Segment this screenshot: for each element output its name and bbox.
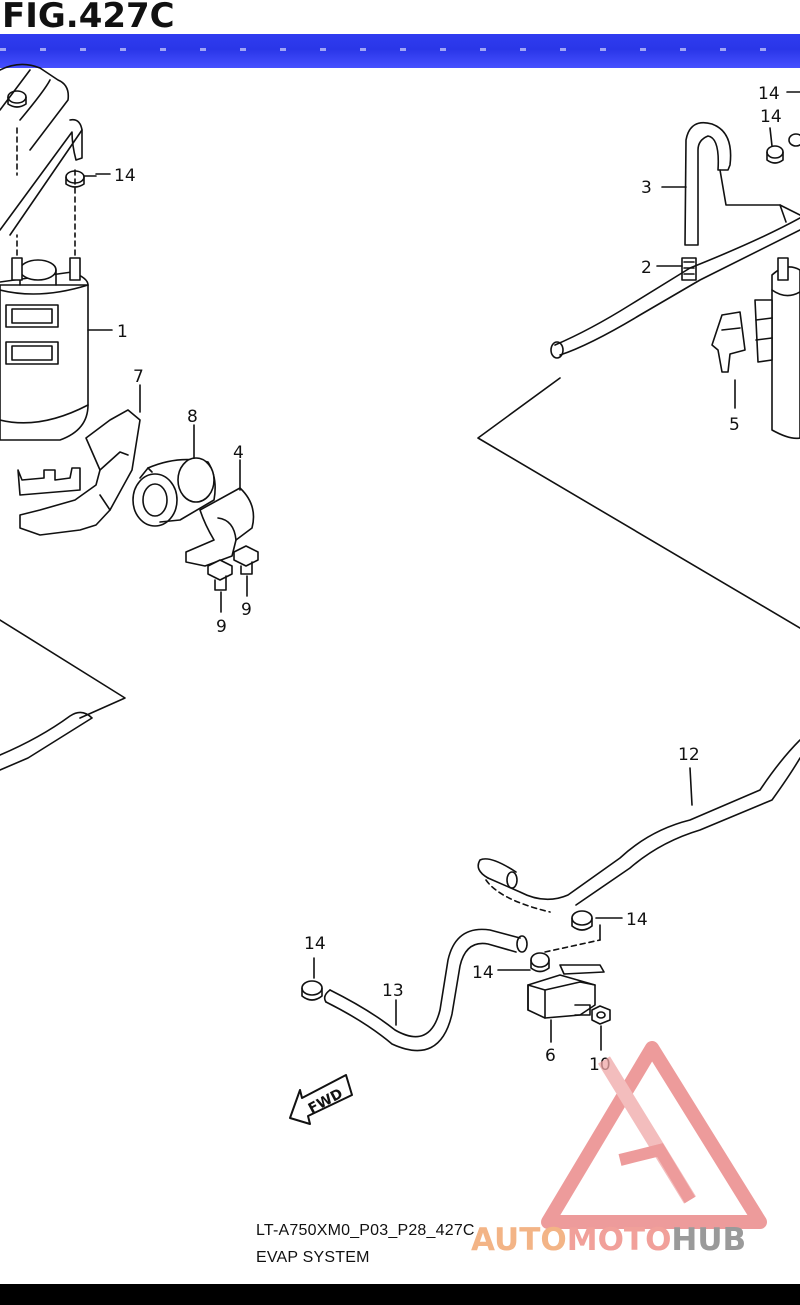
callout-9b: 9 — [241, 600, 252, 620]
watermark-logo-icon — [541, 1041, 767, 1229]
callout-12: 12 — [678, 745, 700, 765]
purge-valve-6 — [527, 924, 605, 1043]
watermark-part-moto: MOTO — [566, 1222, 672, 1258]
callout-6: 6 — [545, 1046, 556, 1066]
lines-right-upper — [550, 169, 800, 359]
watermark-part-auto: AUTO — [471, 1222, 567, 1258]
clip-14-right-a — [766, 127, 784, 164]
clip-14-lower-c — [301, 957, 323, 1001]
callout-3: 3 — [641, 178, 652, 198]
joint-2 — [656, 257, 697, 281]
bolt-9-b — [233, 545, 259, 597]
clip-left-top — [7, 90, 27, 108]
hose-12 — [477, 739, 800, 913]
clip-14-lower-a — [571, 910, 623, 931]
callout-8: 8 — [187, 407, 198, 427]
hose-left-top — [0, 63, 83, 236]
callout-14-a: 14 — [114, 166, 136, 186]
fwd-arrow-icon — [289, 1074, 353, 1125]
clip-14-lower-b — [497, 952, 550, 973]
callout-9a: 9 — [216, 617, 227, 637]
clip-14-upper-left — [65, 170, 111, 188]
bottom-bar — [0, 1284, 800, 1305]
callout-13: 13 — [382, 981, 404, 1001]
callout-7: 7 — [133, 367, 144, 387]
callout-14-f: 14 — [304, 934, 326, 954]
frame-reference-right — [477, 377, 800, 629]
section-title: EVAP SYSTEM — [256, 1249, 370, 1266]
watermark-part-hub: HUB — [671, 1222, 747, 1258]
callout-4: 4 — [233, 443, 244, 463]
frame-reference-left — [0, 619, 126, 771]
callout-labels: 1 2 3 4 5 6 7 8 9 9 10 12 13 14 14 14 14… — [114, 84, 782, 1075]
callout-5: 5 — [729, 415, 740, 435]
rubber-bush-8 — [132, 424, 216, 527]
figure-title: FIG.427C — [2, 0, 175, 36]
bracket-5 — [711, 311, 746, 409]
drawing-code: LT-A750XM0_P03_P28_427C — [256, 1222, 475, 1239]
clip-14-right-b — [786, 91, 800, 147]
hose-13 — [323, 928, 528, 1052]
nut-10 — [591, 1005, 611, 1051]
canister-left — [0, 234, 113, 441]
canister-right — [754, 257, 800, 440]
bracket-7 — [17, 384, 141, 536]
callout-14-d: 14 — [626, 910, 648, 930]
callout-14-e: 14 — [472, 963, 494, 983]
callout-14-b: 14 — [758, 84, 780, 104]
watermark-text: AUTOMOTOHUB — [471, 1222, 746, 1258]
title-bar — [0, 34, 800, 68]
hose-3 — [661, 121, 732, 246]
callout-2: 2 — [641, 258, 652, 278]
bolt-9-a — [207, 559, 233, 613]
callout-1: 1 — [117, 322, 128, 342]
callout-14-c: 14 — [760, 107, 782, 127]
